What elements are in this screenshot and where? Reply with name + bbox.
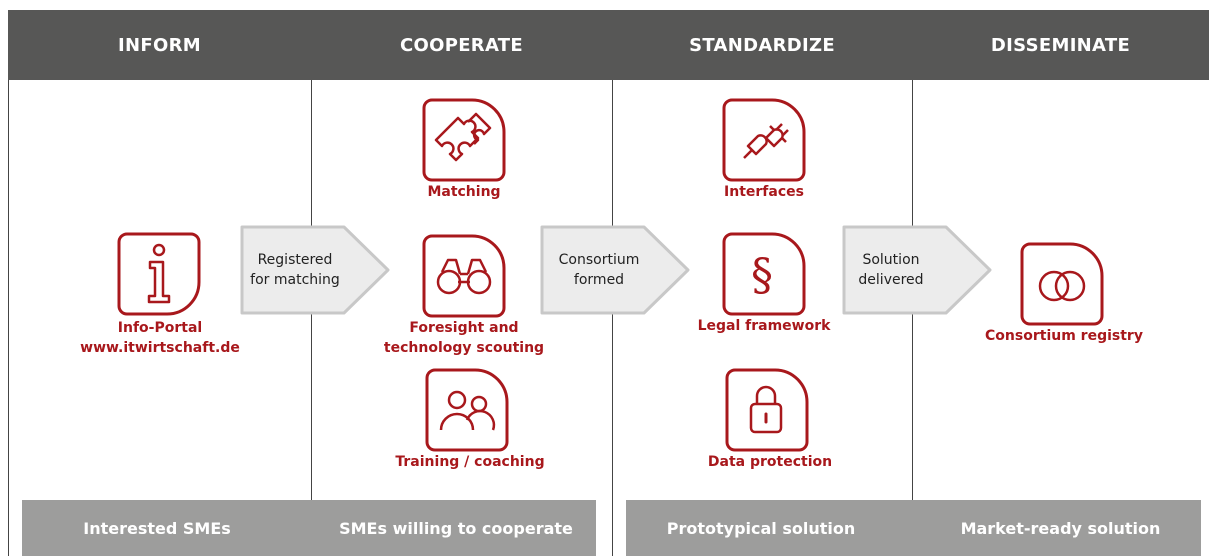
info-icon — [117, 232, 201, 316]
phase-disseminate: DISSEMINATE — [990, 34, 1131, 56]
phase-inform: INFORM — [118, 34, 201, 56]
arrow-solution-line2: delivered — [858, 272, 924, 288]
arrow-consortium-line2: formed — [573, 272, 625, 288]
section-sign-icon: § — [722, 232, 806, 316]
arrow-registered-text: Registered for matching — [240, 250, 350, 290]
info-portal-title: Info-Portal — [117, 320, 203, 336]
foresight-line2: technology scouting — [383, 340, 545, 356]
left-border — [8, 80, 9, 556]
arrow-consortium — [540, 225, 690, 315]
matching-label: Matching — [427, 184, 501, 200]
phase-standardize: STANDARDIZE — [689, 34, 835, 56]
phase-cooperate: COOPERATE — [400, 34, 523, 56]
arrow-registered-line2: for matching — [250, 272, 340, 288]
svg-text:§: § — [751, 250, 773, 301]
lock-icon — [725, 368, 809, 452]
info-portal-url[interactable]: www.itwirtschaft.de — [80, 340, 240, 356]
outcome-prototypical: Prototypical solution — [666, 518, 856, 538]
footer-bar-left — [22, 500, 596, 556]
arrow-solution-text: Solution delivered — [836, 250, 946, 290]
foresight-line1: Foresight and — [409, 320, 519, 336]
foresight-label: Foresight and technology scouting — [364, 318, 564, 358]
rings-icon — [1020, 242, 1104, 326]
legal-framework-label: Legal framework — [697, 318, 831, 334]
divider-cooperate-standardize — [612, 80, 613, 556]
training-label: Training / coaching — [395, 454, 545, 470]
binoculars-icon — [422, 234, 506, 318]
outcome-willing: SMEs willing to cooperate — [339, 518, 573, 538]
phase-header-bar — [8, 10, 1209, 80]
arrow-consortium-text: Consortium formed — [544, 250, 654, 290]
outcome-interested: Interested SMEs — [83, 518, 231, 538]
plug-icon — [722, 98, 806, 182]
arrow-consortium-line1: Consortium — [558, 252, 640, 268]
people-icon — [425, 368, 509, 452]
data-protection-label: Data protection — [707, 454, 833, 470]
outcome-market-ready: Market-ready solution — [960, 518, 1161, 538]
arrow-solution — [842, 225, 992, 315]
footer-bar-right — [626, 500, 1201, 556]
info-portal-label: Info-Portal www.itwirtschaft.de — [60, 318, 260, 358]
arrow-registered-line1: Registered — [257, 252, 333, 268]
consortium-registry-label: Consortium registry — [985, 328, 1143, 344]
arrow-registered — [240, 225, 390, 315]
puzzle-icon — [422, 98, 506, 182]
arrow-solution-line1: Solution — [862, 252, 920, 268]
interfaces-label: Interfaces — [724, 184, 804, 200]
